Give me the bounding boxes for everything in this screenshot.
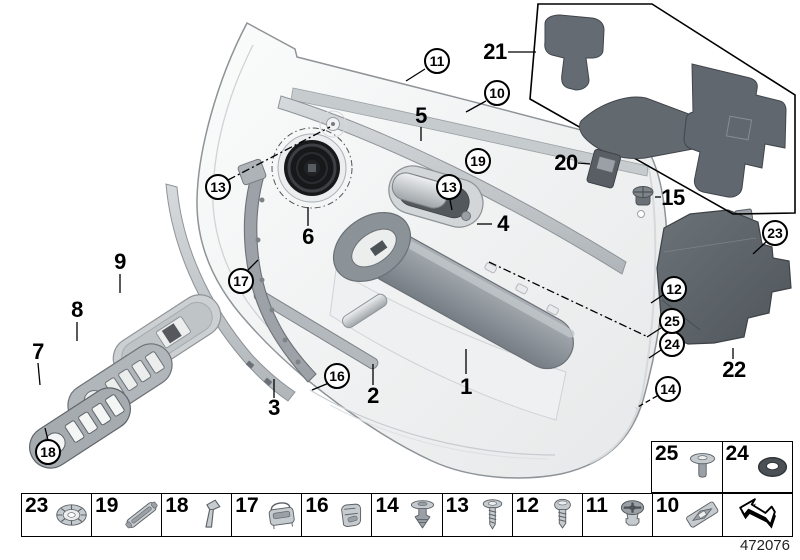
grommet-15 (632, 186, 654, 218)
pull-handle-bracket-2 (253, 289, 388, 370)
legend-cell-16[interactable]: 16 (301, 494, 371, 536)
flat-clip-icon (684, 497, 721, 534)
legend-cell-13[interactable]: 13 (441, 494, 512, 536)
callout-25[interactable]: 25 (659, 308, 685, 334)
clip-20 (586, 148, 622, 189)
legend-cell-24[interactable]: 24 (721, 442, 793, 492)
decor-strip-5 (277, 95, 627, 275)
callout-22[interactable]: 22 (722, 357, 746, 382)
callout-8[interactable]: 8 (71, 297, 83, 322)
legend-number: 10 (655, 494, 680, 517)
callout-20[interactable]: 20 (554, 150, 578, 175)
callout-3[interactable]: 3 (268, 395, 280, 420)
callout-19[interactable]: 19 (465, 148, 491, 174)
drawing-number: 472076 (739, 537, 790, 554)
callout-24[interactable]: 24 (659, 331, 685, 357)
legend-cell-25[interactable]: 25 (652, 442, 722, 492)
pan-head-screw-icon (544, 497, 581, 534)
callout-7[interactable]: 7 (32, 339, 44, 364)
push-rivet-icon (404, 497, 441, 534)
legend-cell-18[interactable]: 18 (161, 494, 231, 536)
callout-6[interactable]: 6 (302, 224, 314, 249)
decor-strip-3 (165, 183, 296, 402)
legend-number: 24 (725, 442, 749, 465)
legend-number: 17 (235, 494, 259, 517)
legend-upper: 25 24 (651, 441, 793, 493)
legend-cell-10[interactable]: 10 (651, 494, 722, 536)
callout-5[interactable]: 5 (415, 103, 427, 128)
legend-cell-19[interactable]: 19 (91, 494, 161, 536)
callout-15[interactable]: 15 (661, 185, 685, 210)
legend-cell-23[interactable]: 23 (22, 494, 91, 536)
speaker (271, 127, 353, 209)
window-frame-bracket (237, 158, 317, 383)
spring-clip-icon (263, 497, 300, 534)
callout-1[interactable]: 1 (460, 374, 472, 399)
callout-18[interactable]: 18 (35, 439, 61, 465)
rail-clip-icon (123, 497, 160, 534)
callout-12[interactable]: 12 (661, 276, 687, 302)
callout-14[interactable]: 14 (655, 376, 681, 402)
legend-cell-17[interactable]: 17 (231, 494, 301, 536)
legend-cell-12[interactable]: 12 (511, 494, 582, 536)
star-lock-washer-icon (53, 497, 90, 534)
insulation-piece-c (683, 63, 787, 198)
insulation-kit-box (529, 3, 796, 215)
hook-clip-icon (193, 497, 230, 534)
legend-number: 16 (305, 494, 329, 517)
callout-23[interactable]: 23 (762, 220, 788, 246)
sheet-metal-clip-icon (333, 497, 370, 534)
direction-arrow-icon (730, 494, 784, 536)
callout-9[interactable]: 9 (114, 249, 126, 274)
leader-lines (37, 51, 767, 441)
legend-number: 13 (445, 494, 469, 517)
insulation-piece-a (544, 14, 605, 91)
legend-number: 14 (375, 494, 399, 517)
legend-cell-arrow[interactable] (721, 494, 792, 536)
legend-number: 12 (515, 494, 540, 517)
callout-2[interactable]: 2 (367, 383, 379, 408)
callout-11[interactable]: 11 (424, 48, 450, 74)
flat-head-screw-icon (684, 449, 721, 486)
rubber-washer-icon (754, 449, 791, 486)
legend-row: 23 19 18 17 16 14 13 12 11 10 (21, 493, 793, 537)
legend-cell-14[interactable]: 14 (371, 494, 441, 536)
callout-13[interactable]: 13 (205, 174, 231, 200)
washer-screw-icon (474, 497, 511, 534)
side-cover-22 (656, 208, 792, 345)
callout-17[interactable]: 17 (228, 268, 254, 294)
sill-strip (290, 87, 649, 177)
legend-number: 25 (655, 442, 679, 465)
expanding-nut-icon (614, 497, 651, 534)
callout-21[interactable]: 21 (483, 39, 507, 64)
armrest (329, 211, 575, 421)
legend-number: 11 (585, 494, 608, 517)
legend-number: 19 (95, 494, 119, 517)
callout-10[interactable]: 10 (484, 80, 510, 106)
callout-13[interactable]: 13 (436, 174, 462, 200)
legend-cell-11[interactable]: 11 (581, 494, 652, 536)
legend-number: 18 (165, 494, 189, 517)
callout-16[interactable]: 16 (324, 363, 350, 389)
legend-number: 23 (25, 494, 49, 517)
callout-4[interactable]: 4 (497, 211, 509, 236)
